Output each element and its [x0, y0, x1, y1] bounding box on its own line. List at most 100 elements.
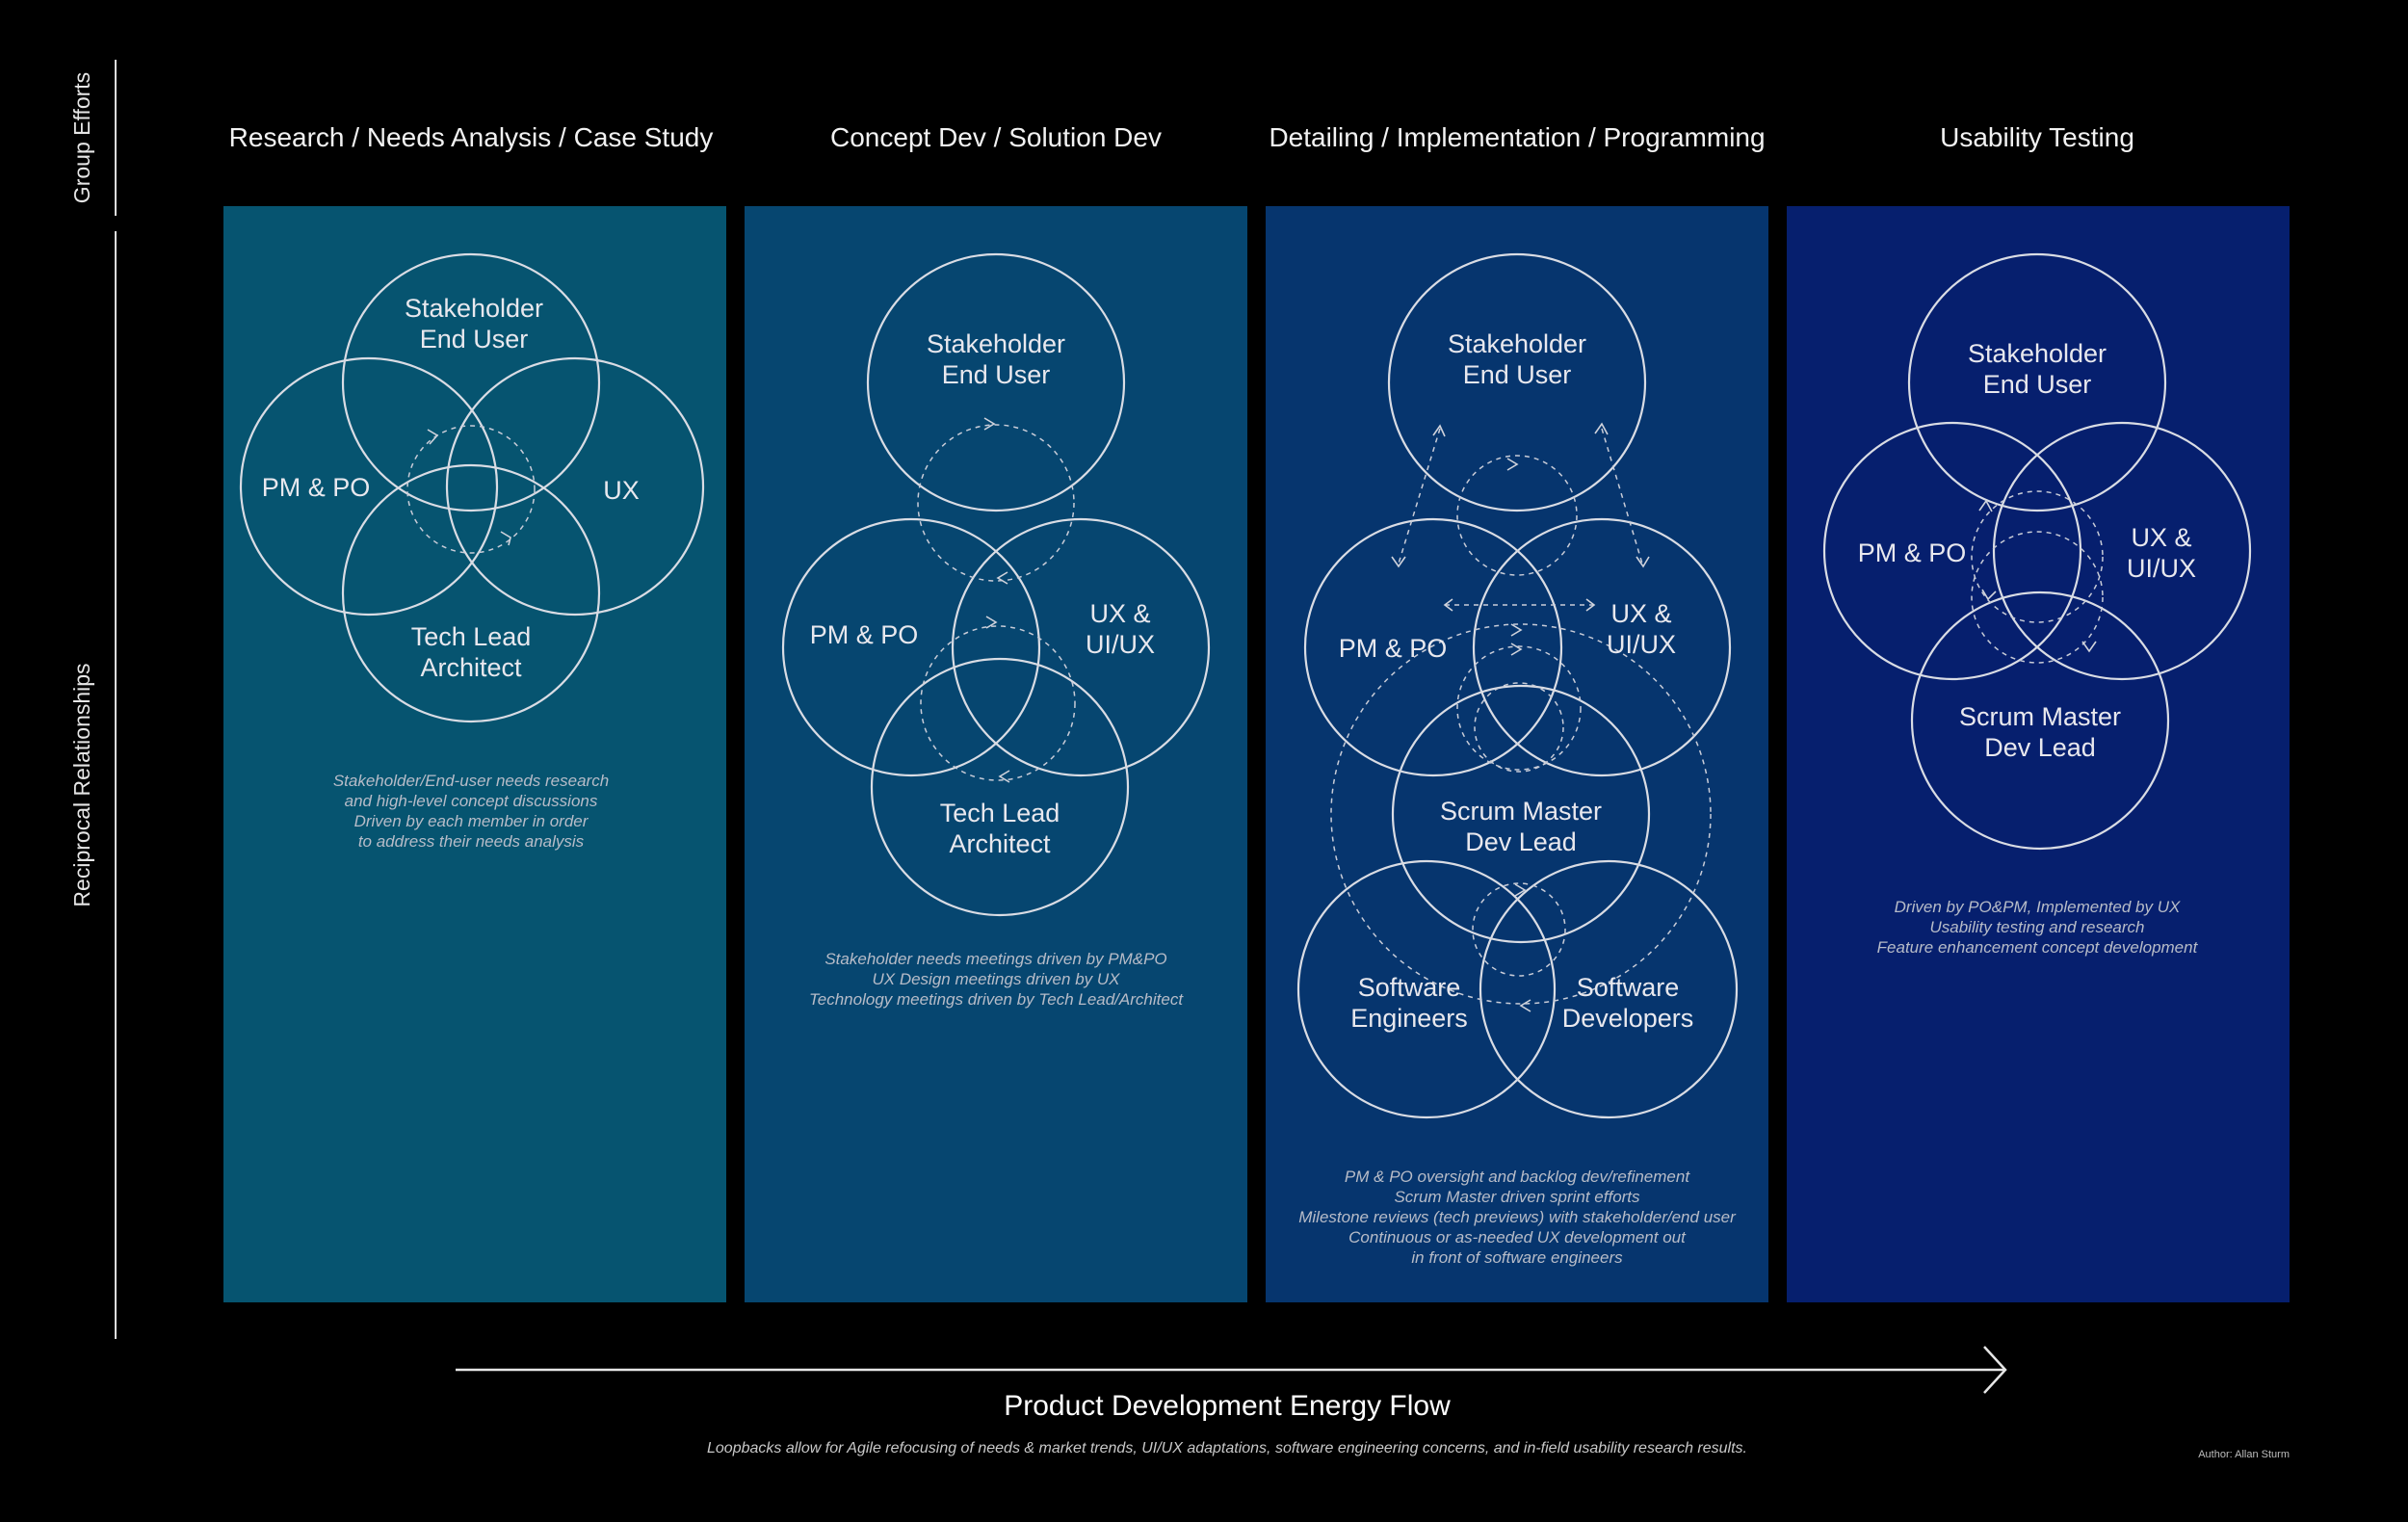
- energy-flow-title: Product Development Energy Flow: [1004, 1390, 1451, 1422]
- circle-label: Stakeholder: [927, 329, 1065, 358]
- circle-pm-po: [1822, 421, 2082, 681]
- circle-pm-po: [239, 356, 499, 617]
- circle-stakeholder: [1907, 252, 2167, 512]
- phase-note: in front of software engineers: [1411, 1248, 1623, 1267]
- phase-title-concept: Concept Dev / Solution Dev: [830, 122, 1162, 152]
- loop-arrow: [1506, 458, 1519, 471]
- phase-panel-research: [223, 206, 726, 1302]
- circle-label: PM & PO: [1858, 538, 1967, 567]
- circle-label: End User: [1983, 370, 2092, 399]
- circle-label: Dev Lead: [1465, 827, 1577, 856]
- circle-label: UI/UX: [1607, 630, 1676, 659]
- loopback-path: [1971, 531, 2104, 664]
- circle-stakeholder: [866, 252, 1126, 512]
- circle-scrum-master: [1910, 590, 2170, 851]
- circle-label: Engineers: [1350, 1004, 1468, 1033]
- phase-note: Stakeholder needs meetings driven by PM&…: [824, 950, 1166, 968]
- loop-arrow: [1978, 499, 1993, 512]
- circle-label: Architect: [949, 829, 1051, 858]
- loop-arrow: [1391, 556, 1406, 568]
- loop-arrow: [1585, 598, 1596, 612]
- phase-3-relationship-diagram: Stakeholder End User PM & PO UX & UI/UX …: [1296, 252, 1739, 1267]
- circle-ux: [1992, 421, 2252, 681]
- loop-arrow: [1510, 643, 1523, 656]
- circle-label: UX &: [1089, 599, 1150, 628]
- phase-note: Feature enhancement concept development: [1877, 938, 2199, 957]
- circle-label: UX &: [1610, 599, 1671, 628]
- phase-note: Continuous or as-needed UX development o…: [1348, 1228, 1687, 1246]
- circle-label: Stakeholder: [1968, 339, 2107, 368]
- energy-flow-arrowhead-icon: [1983, 1346, 2007, 1394]
- circle-label: Scrum Master: [1440, 797, 1602, 826]
- circle-label: Architect: [420, 653, 522, 682]
- loopback-path: [1456, 645, 1582, 771]
- circle-tech-lead: [870, 657, 1130, 917]
- phase-note: Scrum Master driven sprint efforts: [1394, 1188, 1640, 1206]
- loop-arrow: [1510, 623, 1523, 637]
- circle-label: PM & PO: [1339, 634, 1448, 663]
- loop-arrow: [1432, 424, 1446, 437]
- loop-arrow: [427, 429, 439, 445]
- phase-note: Driven by PO&PM, Implemented by UX: [1895, 898, 2181, 916]
- loop-arrow: [996, 571, 1008, 585]
- circle-label: PM & PO: [262, 473, 371, 502]
- circle-label: Software: [1577, 973, 1680, 1002]
- circle-label: PM & PO: [810, 620, 919, 649]
- loopback-path: [1398, 428, 1441, 564]
- phase-note: Technology meetings driven by Tech Lead/…: [809, 990, 1184, 1009]
- loop-arrow: [985, 616, 998, 629]
- circle-label: Stakeholder: [1448, 329, 1586, 358]
- loop-arrow: [983, 417, 996, 431]
- loopback-path: [1456, 455, 1578, 576]
- phase-note: Stakeholder/End-user needs research: [333, 772, 609, 790]
- group-efforts-label: Group Efforts: [69, 72, 94, 203]
- circle-label: UI/UX: [2127, 554, 2196, 583]
- circle-tech-lead: [341, 463, 601, 723]
- circle-label: End User: [1463, 360, 1572, 389]
- phase-note: Usability testing and research: [1929, 918, 2144, 936]
- circle-label: Scrum Master: [1959, 702, 2121, 731]
- phase-panel-usability: [1787, 206, 2290, 1302]
- circle-label: End User: [420, 325, 529, 354]
- circle-pm-po: [1303, 517, 1563, 777]
- circle-label: Developers: [1562, 1004, 1694, 1033]
- circle-label: End User: [942, 360, 1051, 389]
- loopback-footnote: Loopbacks allow for Agile refocusing of …: [707, 1440, 1747, 1456]
- phase-note: Driven by each member in order: [354, 812, 589, 830]
- loop-arrow: [1514, 883, 1527, 897]
- phase-note: and high-level concept discussions: [345, 792, 598, 810]
- circle-label: UX: [603, 476, 640, 505]
- loopback-path: [406, 425, 536, 554]
- circle-ux: [445, 356, 705, 617]
- circle-ux: [1472, 517, 1732, 777]
- loop-arrow: [500, 531, 511, 546]
- loop-arrow: [1594, 422, 1609, 435]
- loop-arrow: [1519, 999, 1531, 1012]
- phase-panel-detailing: [1266, 206, 1768, 1302]
- circle-software-developers: [1479, 859, 1739, 1119]
- phase-note: PM & PO oversight and backlog dev/refine…: [1345, 1168, 1690, 1186]
- loop-arrow: [1981, 589, 1997, 601]
- circle-pm-po: [781, 517, 1041, 777]
- circle-label: Tech Lead: [940, 799, 1060, 827]
- circle-software-engineers: [1296, 859, 1557, 1119]
- phase-title-detailing: Detailing / Implementation / Programming: [1269, 122, 1765, 152]
- circle-label: Software: [1358, 973, 1461, 1002]
- phase-note: UX Design meetings driven by UX: [872, 970, 1120, 988]
- loop-arrow: [2081, 641, 2097, 653]
- circle-stakeholder: [341, 252, 601, 512]
- phase-4-relationship-diagram: Stakeholder End User PM & PO UX & UI/UX …: [1822, 252, 2252, 957]
- phase-note: to address their needs analysis: [358, 832, 585, 851]
- loopback-path: [1601, 428, 1643, 564]
- loopback-path: [1971, 490, 2104, 623]
- loopback-path: [920, 625, 1076, 781]
- phase-note: Milestone reviews (tech previews) with s…: [1298, 1208, 1737, 1226]
- circle-ux: [951, 517, 1211, 777]
- circle-label: UI/UX: [1086, 630, 1155, 659]
- loop-arrow: [1443, 598, 1453, 612]
- phase-2-relationship-diagram: Stakeholder End User PM & PO UX & UI/UX …: [781, 252, 1211, 1009]
- phase-title-research: Research / Needs Analysis / Case Study: [229, 122, 714, 152]
- phase-panel-concept: [745, 206, 1247, 1302]
- reciprocal-relationships-label: Reciprocal Relationships: [69, 663, 94, 906]
